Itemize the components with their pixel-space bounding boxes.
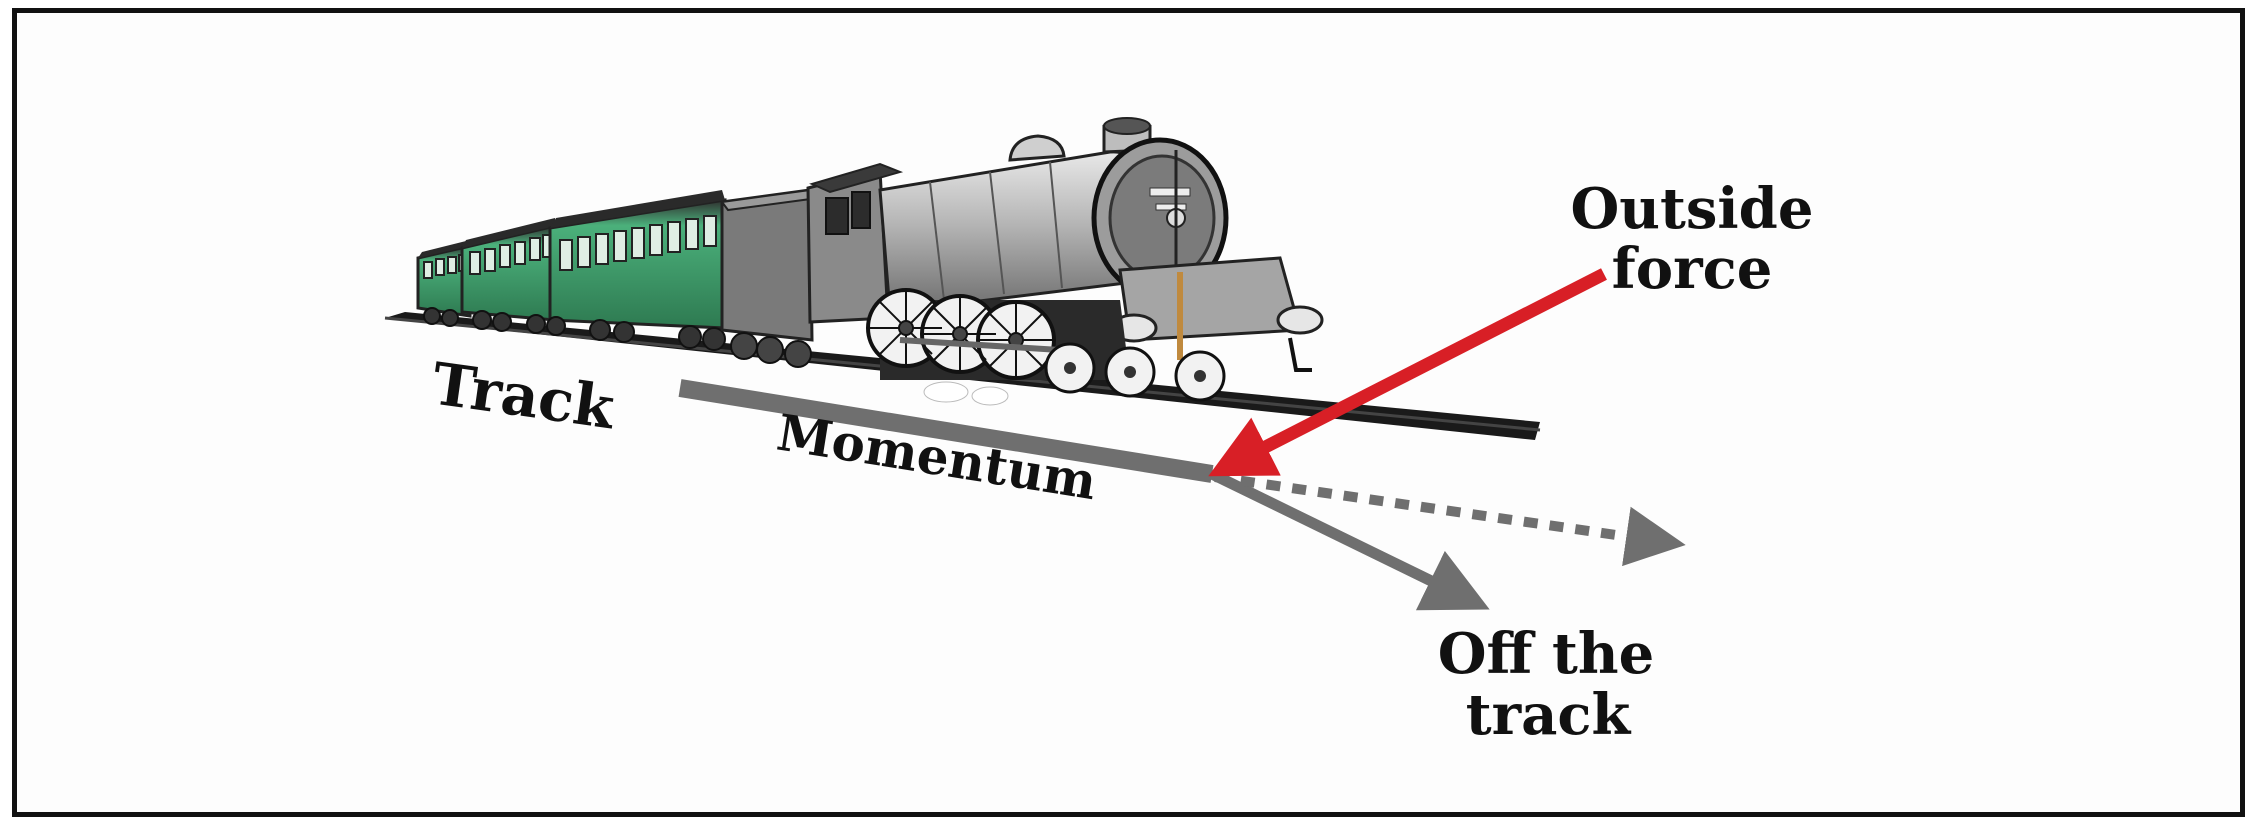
track-label: Track: [428, 350, 620, 443]
coach-middle: [462, 218, 555, 320]
outside-force-label-line1: Outside: [1571, 176, 1814, 242]
off-track-label-line1: Off the: [1438, 621, 1654, 687]
outside-force-label-line2: force: [1612, 236, 1773, 302]
momentum-label: Momentum: [773, 403, 1100, 512]
tender: [722, 190, 818, 367]
off-track-label-line2: track: [1466, 682, 1632, 748]
coach-front: [550, 190, 725, 328]
off-track-arrow: [1212, 474, 1462, 596]
